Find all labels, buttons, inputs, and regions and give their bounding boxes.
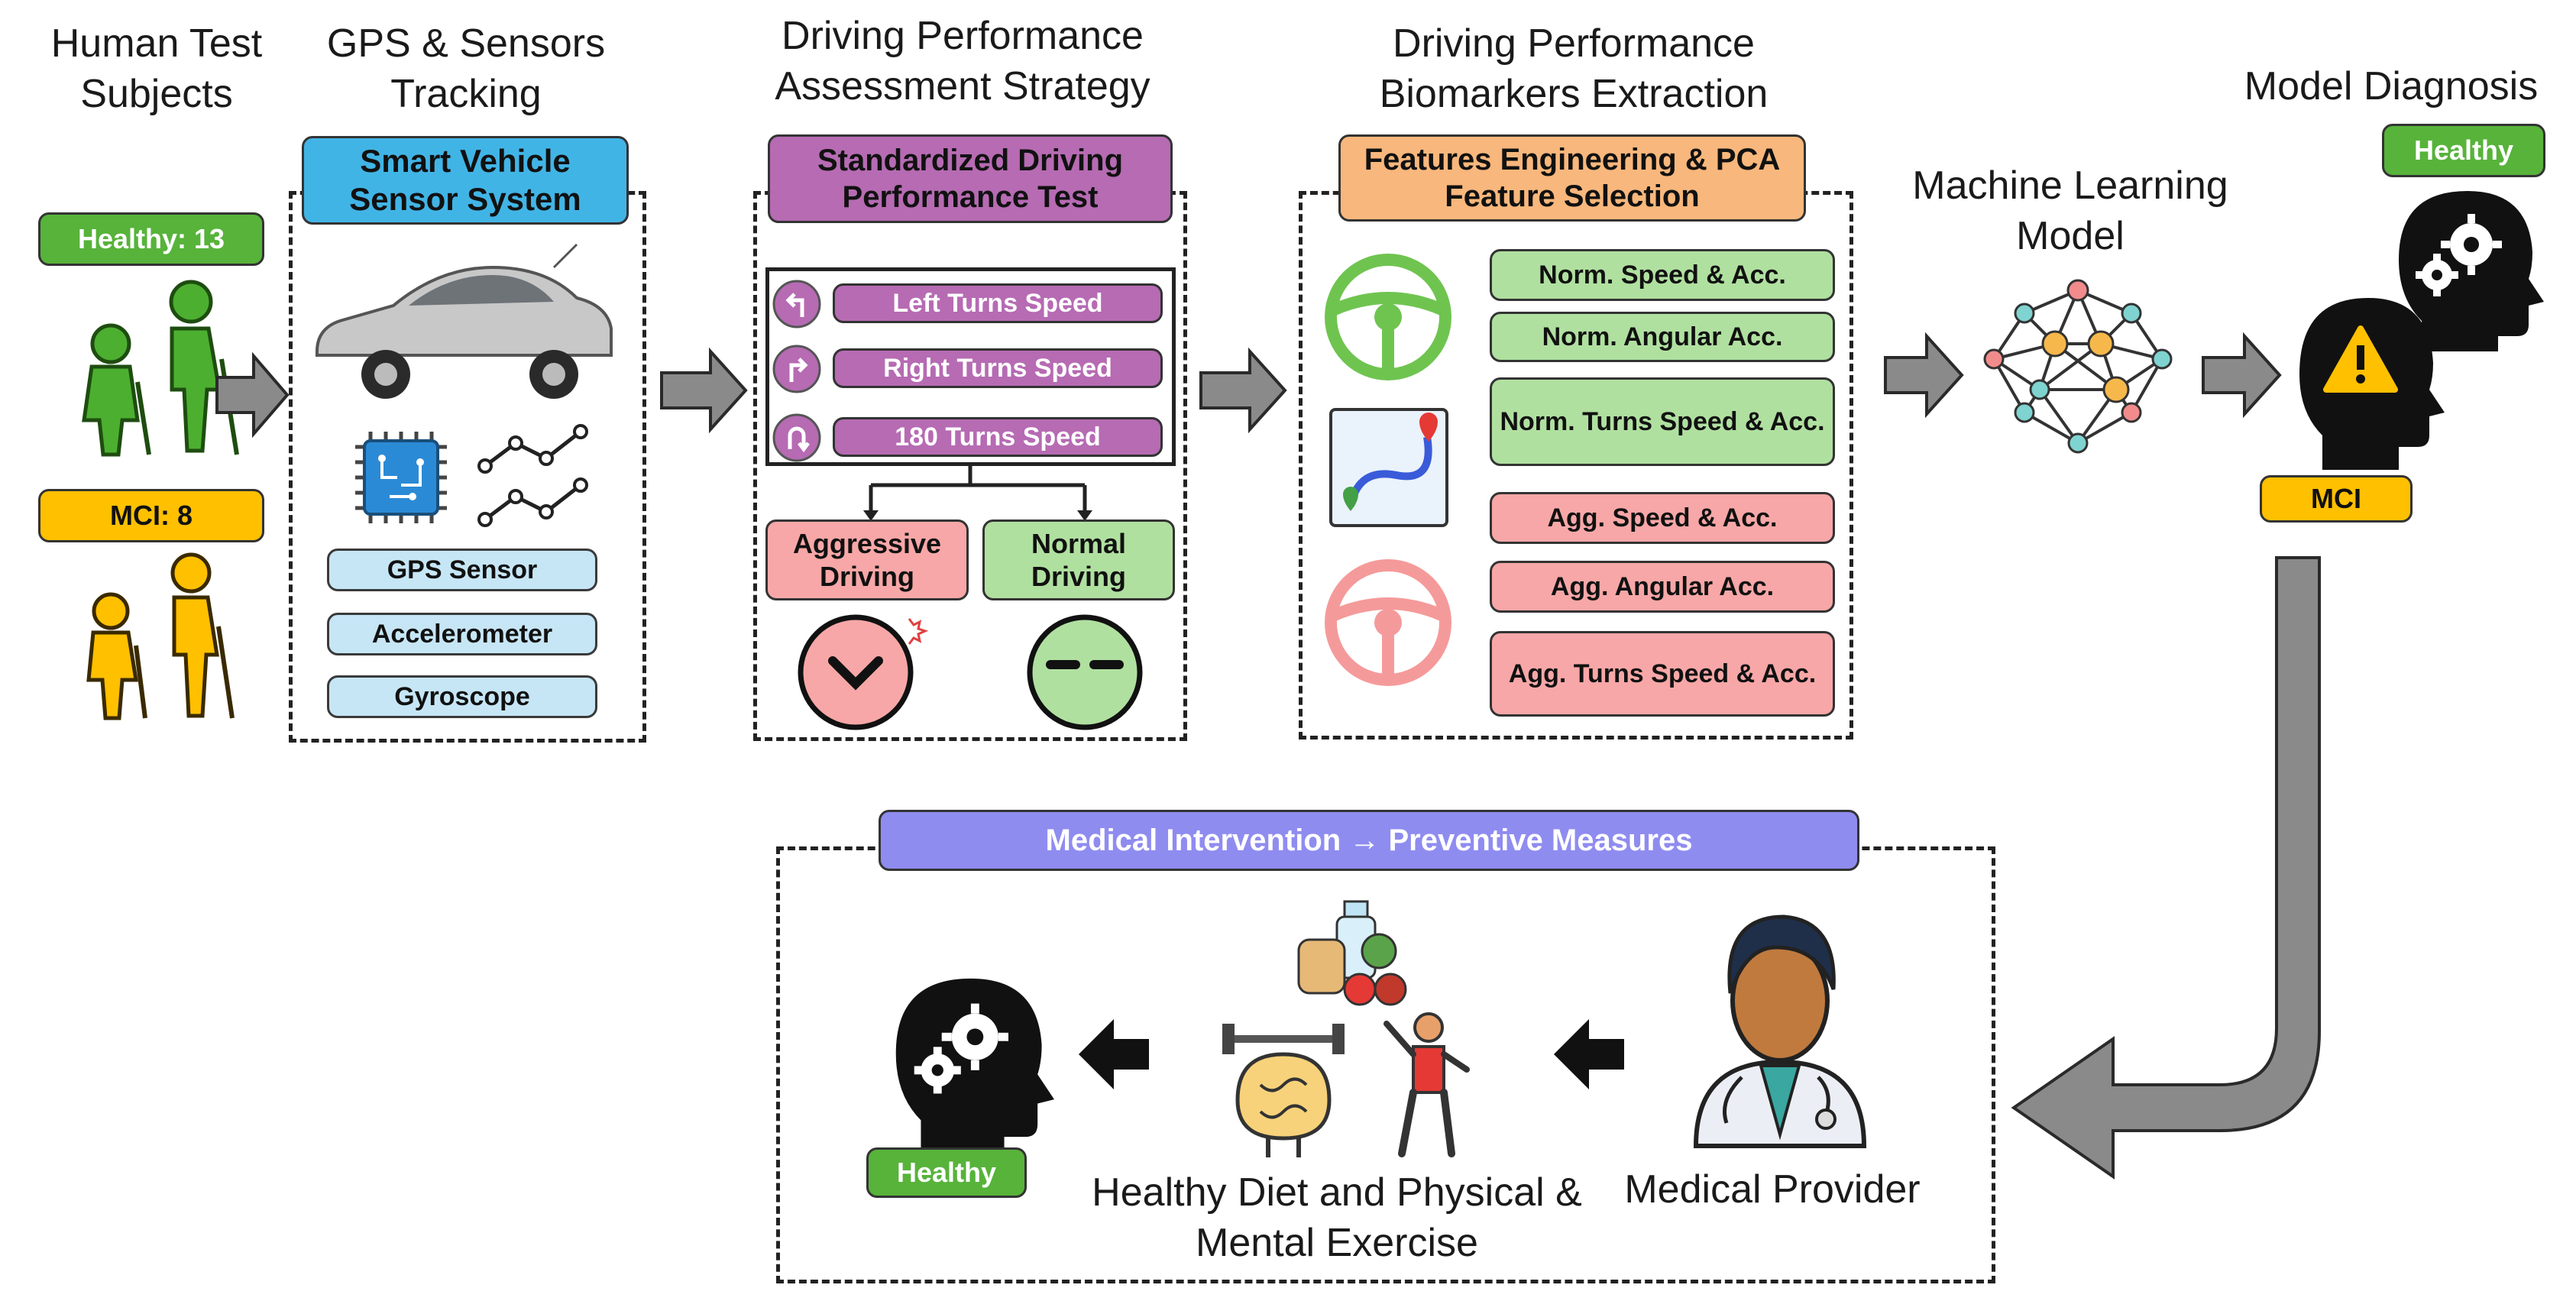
right-turn-icon xyxy=(772,345,821,393)
angry-face-icon xyxy=(798,614,929,730)
left-turn-icon xyxy=(772,280,821,328)
return-arrow xyxy=(2011,556,2321,1180)
healthy-food-icon xyxy=(1297,900,1407,1006)
mci-elderly-icon xyxy=(86,552,235,720)
header-biomarkers: Driving Performance Biomarkers Extractio… xyxy=(1379,21,1769,116)
intervention-title: Medical Intervention → Preventive Measur… xyxy=(879,810,1859,871)
turn-test-right-label: Right Turns Speed xyxy=(833,348,1163,388)
healthy-head-gears-icon xyxy=(2399,191,2544,351)
exercise-person-icon xyxy=(1383,1012,1470,1157)
header-assessment: Driving Performance Assessment Strategy xyxy=(775,14,1150,108)
neutral-face-icon xyxy=(1027,614,1143,730)
flow-arrow-5 xyxy=(2202,332,2282,419)
features-title: Features Engineering & PCA Feature Selec… xyxy=(1338,134,1806,222)
diagnosis-healthy-badge: Healthy xyxy=(2382,124,2545,177)
turn-test-left-label: Left Turns Speed xyxy=(833,283,1163,323)
car-icon xyxy=(316,243,613,399)
dumbbell-brain-icon xyxy=(1222,1024,1345,1157)
flow-arrow-4 xyxy=(1884,332,1964,419)
turn-test-180-label: 180 Turns Speed xyxy=(833,417,1163,457)
flow-arrow-1 xyxy=(215,351,290,439)
doctor-icon xyxy=(1693,914,1867,1148)
header-gps: GPS & Sensors Tracking xyxy=(326,21,606,116)
route-map-icon xyxy=(1329,408,1448,527)
flow-arrow-3 xyxy=(1199,347,1287,434)
header-ml: Machine Learning Model xyxy=(1912,163,2228,258)
healthy-count-badge: Healthy: 13 xyxy=(38,212,264,266)
lifestyle-label: Healthy Diet and Physical & Mental Exerc… xyxy=(1092,1170,1582,1265)
outcome-head-gears-icon xyxy=(895,978,1054,1154)
feature-agg-turns: Agg. Turns Speed & Acc. xyxy=(1490,631,1835,717)
driving-test-title: Standardized Driving Performance Test xyxy=(768,134,1173,223)
aggressive-driving-label: Aggressive Driving xyxy=(765,519,969,600)
normal-driving-label: Normal Driving xyxy=(982,519,1175,600)
header-subjects: Human Test Subjects xyxy=(50,21,263,116)
mci-count-badge: MCI: 8 xyxy=(38,489,264,542)
feature-norm-angular: Norm. Angular Acc. xyxy=(1490,312,1835,362)
healthy-elderly-icon xyxy=(82,280,239,457)
medical-provider-label: Medical Provider xyxy=(1624,1167,1921,1212)
sensor-system-title: Smart Vehicle Sensor System xyxy=(302,136,629,225)
signal-graph-icon xyxy=(477,424,588,527)
steering-wheel-green-icon xyxy=(1325,254,1451,380)
header-diagnosis: Model Diagnosis xyxy=(2244,64,2539,108)
feature-agg-speed: Agg. Speed & Acc. xyxy=(1490,492,1835,544)
sensor-gyroscope: Gyroscope xyxy=(327,675,597,718)
feature-norm-speed: Norm. Speed & Acc. xyxy=(1490,249,1835,301)
outcome-healthy-badge: Healthy xyxy=(866,1147,1027,1198)
sensor-gps: GPS Sensor xyxy=(327,549,597,591)
flow-arrow-2 xyxy=(660,347,748,434)
sensor-accelerometer: Accelerometer xyxy=(327,613,597,655)
neural-network-icon xyxy=(1983,279,2173,454)
feature-norm-turns: Norm. Turns Speed & Acc. xyxy=(1490,377,1835,466)
back-arrow-1 xyxy=(1554,1019,1624,1089)
back-arrow-2 xyxy=(1079,1019,1149,1089)
turn-tests-panel xyxy=(765,267,1176,466)
chip-icon xyxy=(355,432,447,523)
diagnosis-mci-badge: MCI xyxy=(2260,475,2413,523)
u-turn-icon xyxy=(772,413,821,462)
test-branch-connector xyxy=(863,466,1092,521)
feature-agg-angular: Agg. Angular Acc. xyxy=(1490,561,1835,613)
steering-wheel-red-icon xyxy=(1325,559,1451,686)
mci-head-warning-icon xyxy=(2299,298,2445,470)
